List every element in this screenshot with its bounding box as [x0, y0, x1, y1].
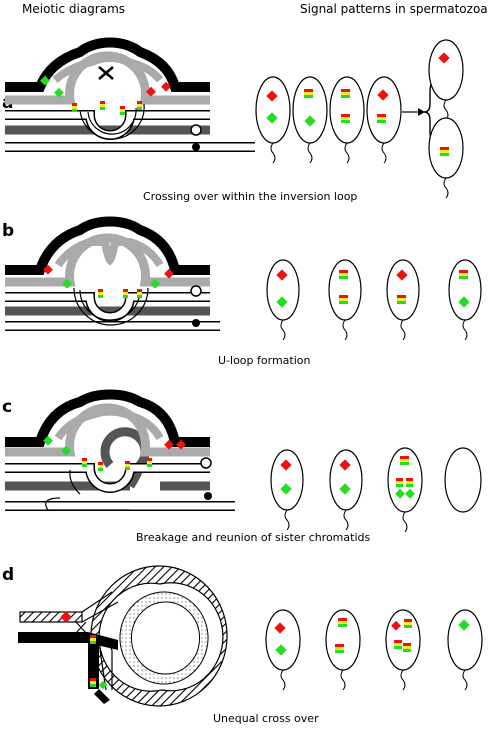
- caption-a: Crossing over within the inversion loop: [143, 190, 357, 203]
- panel-a: a: [2, 37, 464, 203]
- header-meiotic-diagrams: Meiotic diagrams: [22, 2, 125, 16]
- sperm-patterns-c: [270, 447, 482, 533]
- sperm-patterns-b: [266, 259, 482, 341]
- panel-letter-b: b: [2, 221, 14, 241]
- caption-c: Breakage and reunion of sister chromatid…: [136, 531, 370, 544]
- caption-b: U-loop formation: [218, 354, 311, 367]
- sperm-patterns-a: [255, 39, 464, 199]
- panel-d: d: [2, 565, 483, 725]
- panel-letter-c: c: [2, 397, 12, 417]
- sperm-patterns-d: [265, 609, 483, 691]
- header-signal-patterns: Signal patterns in spermatozoa: [300, 2, 488, 16]
- meiotic-diagram-b: [5, 216, 220, 331]
- caption-d: Unequal cross over: [213, 712, 319, 725]
- meiotic-diagram-d: [18, 565, 228, 707]
- meiotic-diagram-a: [5, 37, 255, 152]
- panel-c: c: [2, 389, 482, 544]
- meiotic-diagram-c: [5, 389, 235, 511]
- panel-letter-d: d: [2, 565, 14, 585]
- panel-b: b: [2, 216, 482, 367]
